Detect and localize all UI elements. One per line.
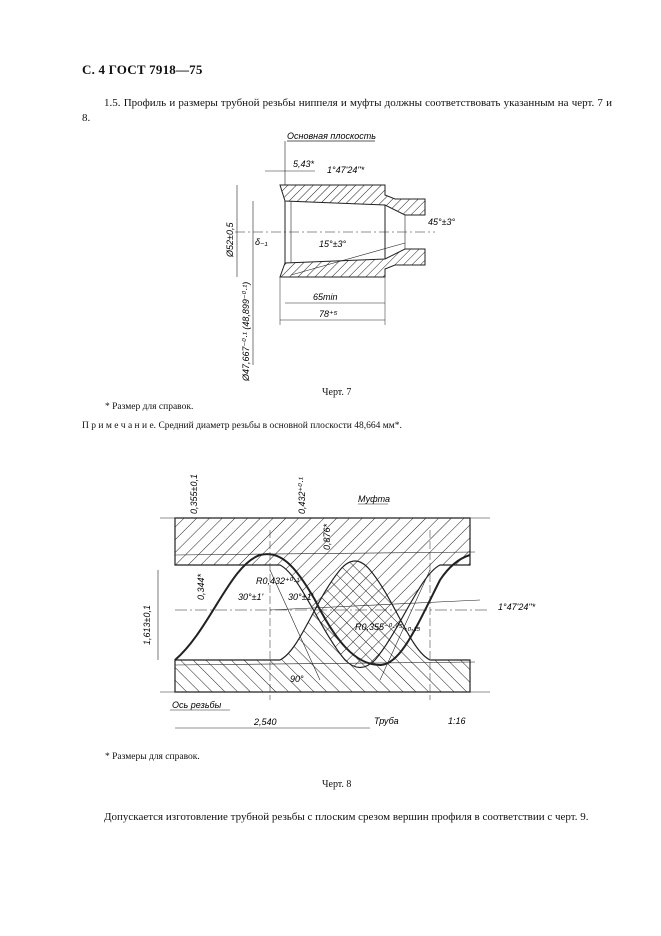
taper-angle: 1°47'24''* — [327, 165, 365, 175]
chamfer-angle: 45°±3° — [428, 217, 456, 227]
angle-90: 90° — [290, 674, 304, 684]
flank-line — [269, 569, 321, 681]
taper-line — [290, 242, 406, 276]
dim-0432: 0,432⁺⁰·¹ — [297, 477, 307, 514]
len-78: 78⁺⁵ — [319, 309, 338, 319]
taper-line — [269, 599, 481, 611]
angle-b: 30°±1' — [288, 592, 314, 602]
len-65: 65min — [313, 292, 338, 302]
note-text: Средний диаметр резьбы в основной плоско… — [158, 421, 402, 431]
radius-0355: R0,355⁻⁰·⁰⁵₋₀,₁₅ — [355, 622, 421, 632]
pipe-section — [174, 560, 471, 693]
dim-0344: 0,344* — [196, 573, 206, 600]
thread-profile — [174, 553, 471, 667]
root-line — [174, 661, 476, 666]
taper-ratio: 1:16 — [448, 716, 466, 726]
note-label: П р и м е ч а н и е. — [82, 421, 157, 431]
dim-0355: 0,355±0,1 — [189, 474, 199, 514]
figure-7-drawing: Основная плоскость 5,43* 1°47'24''* 15°±… — [225, 131, 456, 382]
figure-7-caption: Черт. 7 — [322, 387, 352, 398]
angle-a: 30°±1' — [238, 592, 264, 602]
axis-label: Ось резьбы — [172, 700, 222, 710]
coupling-bottom-wall — [279, 248, 426, 278]
dim-543: 5,43* — [293, 159, 315, 169]
angle-15: 15°±3° — [319, 239, 347, 249]
radius-0432: R0,432⁺⁰·¹ — [256, 576, 299, 586]
pitch-label: 2,540 — [253, 717, 277, 727]
pipe-label: Труба — [374, 716, 399, 726]
dia-52: Ø52±0,5 — [225, 222, 235, 258]
taper-angle-8: 1°47'24''* — [498, 602, 536, 612]
coupling-label: Муфта — [358, 494, 390, 504]
figure-8-drawing: 0,355±0,1 0,432⁺⁰·¹ 0,876* Муфта 0,344* … — [142, 474, 536, 729]
dim-0876: 0,876* — [322, 523, 332, 550]
dia-4766: Ø47,667⁻⁰·¹ (48,899⁻⁰·¹) — [241, 282, 251, 382]
footnote-2: * Размеры для справок. — [105, 752, 200, 762]
note-paragraph: П р и м е ч а н и е. Средний диаметр рез… — [82, 421, 612, 431]
intro-paragraph: 1.5. Профиль и размеры трубной резьбы ни… — [82, 97, 612, 124]
flank-line — [379, 569, 431, 681]
closing-paragraph: Допускается изготовление трубной резьбы … — [104, 811, 589, 823]
crest-line — [174, 551, 476, 556]
figure-8-caption: Черт. 8 — [322, 779, 352, 790]
b-label: δ₋₁ — [255, 237, 268, 247]
base-plane-label: Основная плоскость — [287, 131, 376, 141]
coupling-top-wall — [279, 184, 426, 216]
dim-1613: 1,613±0,1 — [142, 605, 152, 645]
page-header: С. 4 ГОСТ 7918—75 — [82, 62, 203, 77]
footnote-1: * Размер для справок. — [105, 402, 194, 412]
